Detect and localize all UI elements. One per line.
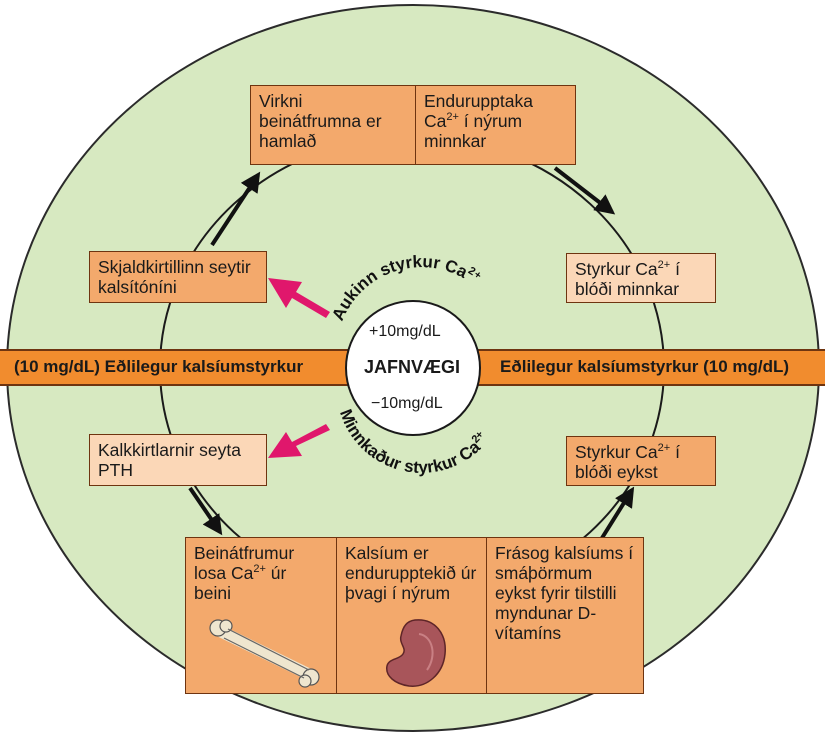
osteoclast-release-cell: Beinátfrumur losa Ca2+ úr beini xyxy=(186,538,336,693)
arrow-top-to-decrease xyxy=(553,166,616,215)
thyroid-calcitonin-box: Skjaldkirtillinn seytir kalsítóníni xyxy=(89,251,267,303)
osteoclast-inhibited-text: Virkni beinátfrumna er hamlað xyxy=(259,91,382,151)
blood-calcium-decreases-box: Styrkur Ca2+ í blóði minnkar xyxy=(566,253,716,303)
equilibrium-circle xyxy=(345,300,481,436)
kidney-icon xyxy=(386,619,446,687)
arrow-pth-to-bottom xyxy=(188,486,223,536)
intestine-absorption-text: Frásog kalsíums í smáþörmum eykst fyrir … xyxy=(486,538,645,693)
blood-calcium-increases-box: Styrkur Ca2+ í blóði eykst xyxy=(566,436,716,486)
top-effects-box: Virkni beinátfrumna er hamlað Enduruppta… xyxy=(250,85,576,165)
arrow-thyroid-to-top xyxy=(210,171,261,247)
osteoclast-release-text: Beinátfrumur losa Ca2+ úr beini xyxy=(194,543,295,603)
bone-icon xyxy=(209,619,320,688)
arrow-bottom-to-increase xyxy=(600,486,635,540)
kidney-reabsorption-text: Kalsíum er endurupptekið úr þvagi í nýru… xyxy=(345,543,477,603)
pink-arrow-to-thyroid xyxy=(268,278,330,318)
equilibrium-label: JAFNVÆGI xyxy=(364,357,461,377)
plus-value: +10mg/dL xyxy=(369,323,441,340)
bottom-effects-box: Beinátfrumur losa Ca2+ úr beini Kalsíum … xyxy=(185,537,644,694)
kidney-reabsorption-cell: Kalsíum er endurupptekið úr þvagi í nýru… xyxy=(336,538,486,693)
band-label-left: (10 mg/dL) Eðlilegur kalsíumstyrkur xyxy=(14,357,304,376)
kidney-reabsorption-decreases-text: Endurupptaka Ca2+ í nýrum minnkar xyxy=(415,86,577,164)
parathyroid-pth-box: Kalkkirtlarnir seyta PTH xyxy=(89,434,267,486)
minus-value: −10mg/dL xyxy=(371,395,443,412)
pink-arrow-to-parathyroid xyxy=(268,424,330,458)
band-label-right: Eðlilegur kalsíumstyrkur (10 mg/dL) xyxy=(500,357,790,376)
